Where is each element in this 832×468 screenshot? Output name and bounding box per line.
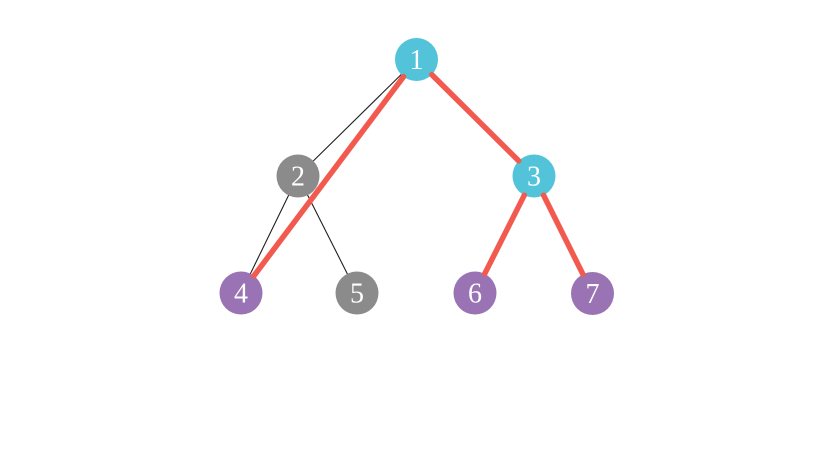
node-2-circle xyxy=(276,154,320,198)
edge-3-6-highlight xyxy=(481,192,528,277)
edge-3-7-highlight xyxy=(540,192,586,278)
edge-2-5 xyxy=(297,175,358,294)
node-3-circle xyxy=(512,154,556,198)
edge-1-2 xyxy=(297,59,417,177)
edge-1-3-highlight xyxy=(429,71,522,164)
node-5-circle xyxy=(335,271,379,315)
node-7-label: 7 xyxy=(586,279,600,310)
node-2-label: 2 xyxy=(291,162,305,193)
edge-2-4 xyxy=(240,175,299,294)
edge-1-4-highlight xyxy=(251,73,407,279)
node-4-circle xyxy=(219,271,263,315)
node-6-label: 6 xyxy=(468,279,482,310)
node-6-circle xyxy=(453,271,497,315)
node-3-label: 3 xyxy=(527,162,541,193)
node-1-circle xyxy=(395,38,438,81)
node-1-label: 1 xyxy=(410,45,424,76)
node-4-label: 4 xyxy=(234,279,248,310)
node-5-label: 5 xyxy=(350,279,364,310)
node-7-circle xyxy=(571,272,614,315)
